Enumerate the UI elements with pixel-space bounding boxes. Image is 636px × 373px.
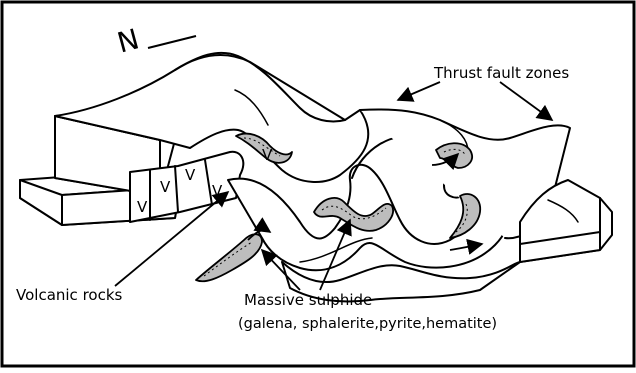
volcanic-tick: V <box>160 178 171 196</box>
volcanic-tick: V <box>137 198 148 216</box>
volcanic-tick: V <box>262 146 273 164</box>
label-mineral-list: (galena, sphalerite,pyrite,hematite) <box>238 316 497 332</box>
volcanic-tick: V <box>185 166 196 184</box>
label-volcanic-rocks: Volcanic rocks <box>16 286 123 304</box>
label-thrust-fault-zones: Thrust fault zones <box>433 64 569 82</box>
label-massive-sulphide: Massive sulphide <box>244 291 372 309</box>
